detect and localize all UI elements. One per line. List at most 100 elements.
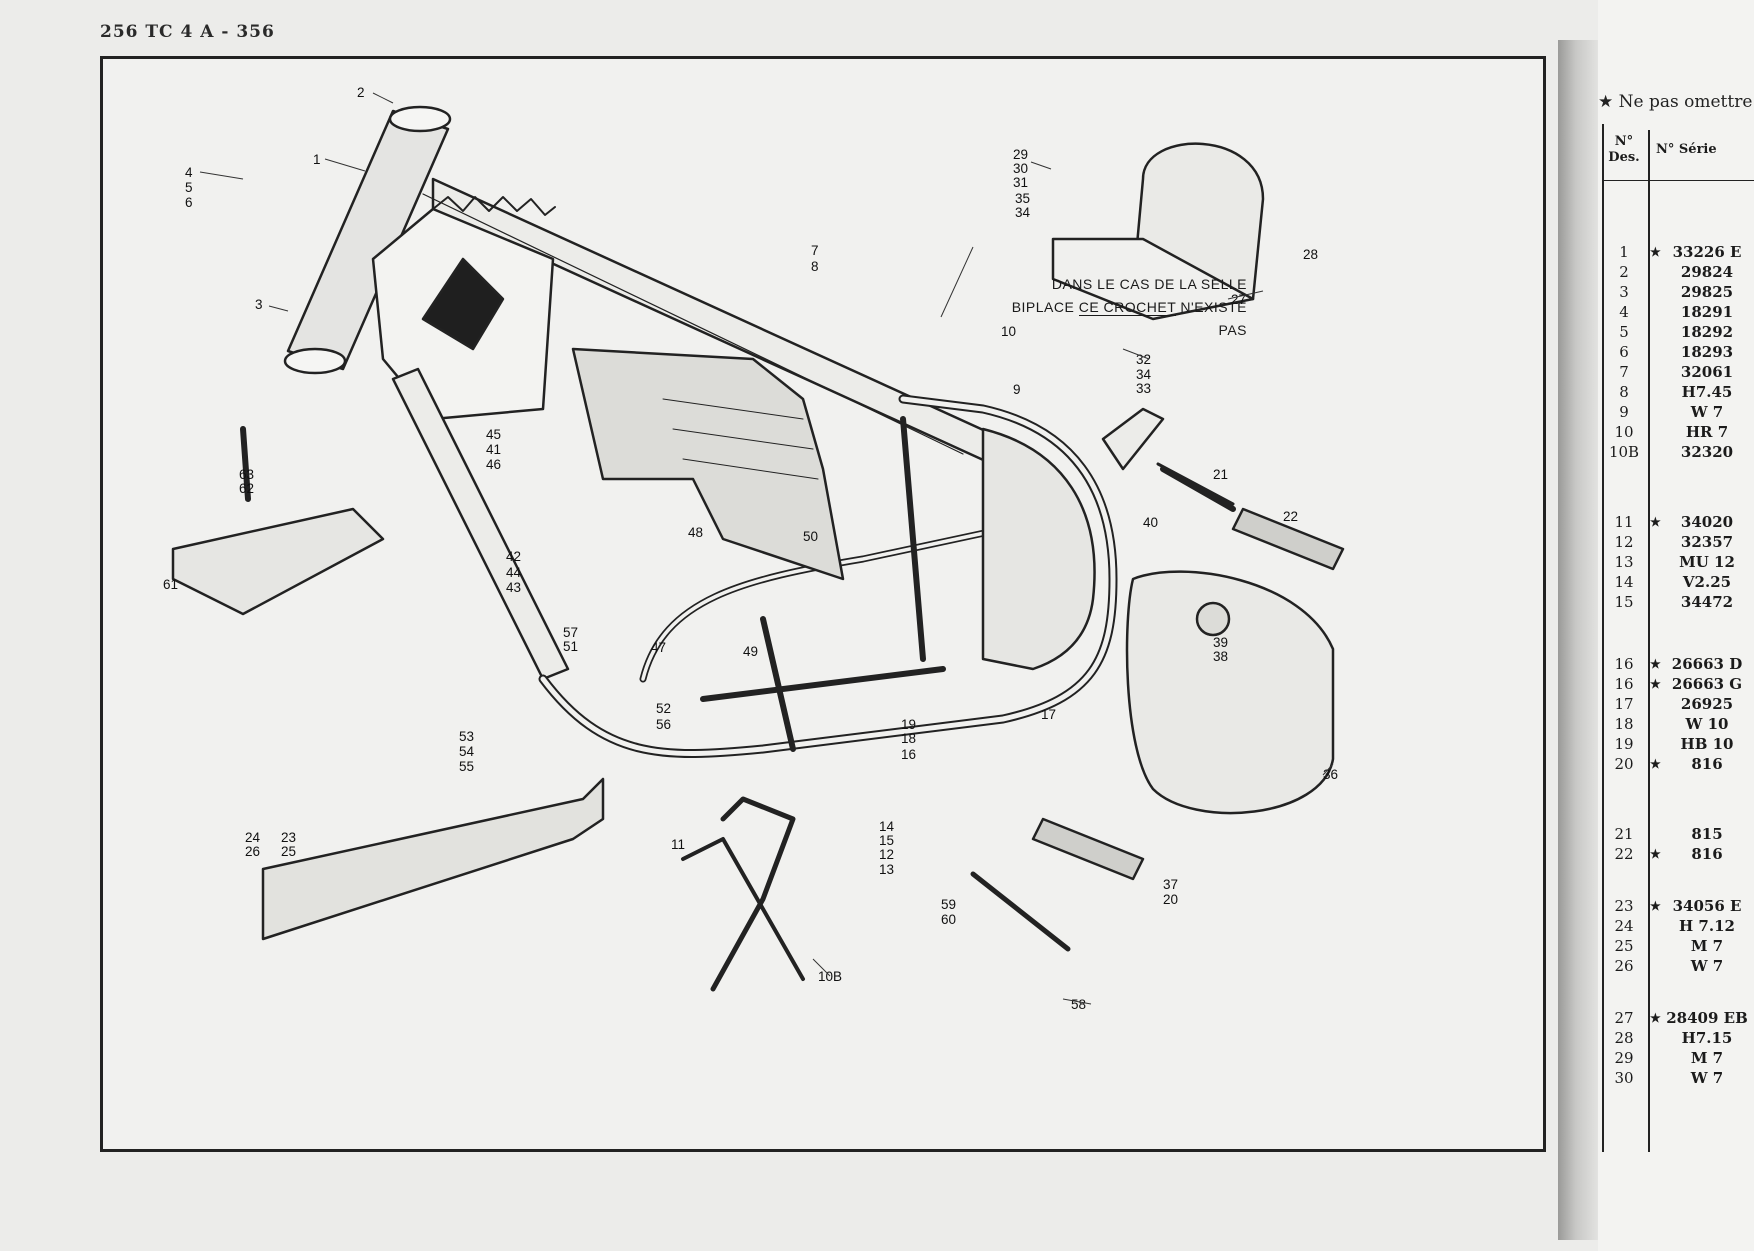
callout: 7 bbox=[811, 243, 819, 258]
column-divider bbox=[1648, 130, 1650, 1152]
chain-guard bbox=[261, 777, 605, 941]
star-icon: ★ bbox=[1650, 515, 1661, 529]
part-number: 29 bbox=[1614, 1049, 1634, 1067]
serial-number: H7.15 bbox=[1681, 1029, 1733, 1047]
table-row: 1★33226 E bbox=[1604, 242, 1754, 262]
callout: 48 bbox=[688, 525, 703, 540]
part-number: 18 bbox=[1614, 715, 1634, 733]
star-icon: ★ bbox=[1650, 677, 1661, 691]
seat bbox=[1051, 142, 1265, 321]
callout: 21 bbox=[1213, 467, 1228, 482]
callout: 47 bbox=[651, 640, 666, 655]
rear-mount-lug bbox=[1101, 407, 1165, 471]
callout: 53 bbox=[459, 729, 474, 744]
callout: 63 bbox=[239, 467, 254, 482]
table-row: 28 H7.15 bbox=[1604, 1028, 1754, 1048]
callout: 42 bbox=[506, 549, 521, 564]
callout: 4 bbox=[185, 165, 193, 180]
serial-number: 18293 bbox=[1680, 343, 1734, 361]
part-number: 28 bbox=[1614, 1029, 1634, 1047]
serial-number: 32357 bbox=[1680, 533, 1734, 551]
callout: 3 bbox=[255, 297, 263, 312]
serial-number: H7.45 bbox=[1681, 383, 1733, 401]
serial-number: 33226 E bbox=[1672, 243, 1742, 261]
callout: 38 bbox=[1213, 649, 1228, 664]
callout: 18 bbox=[901, 731, 916, 746]
callout: 54 bbox=[459, 744, 475, 759]
callout: 56 bbox=[656, 717, 671, 732]
callout: 2 bbox=[357, 85, 365, 100]
callout: 8 bbox=[811, 259, 819, 274]
bolt-21 bbox=[1156, 462, 1235, 506]
footrest-bar bbox=[1031, 466, 1345, 881]
diagram-note: DANS LE CAS DE LA SELLE BIPLACE CE CROCH… bbox=[961, 273, 1247, 342]
serial-number: 34472 bbox=[1680, 593, 1734, 611]
serial-number: 29824 bbox=[1680, 263, 1734, 281]
serial-number: V2.25 bbox=[1682, 573, 1732, 591]
callout: 41 bbox=[486, 442, 501, 457]
callout: 39 bbox=[1213, 635, 1228, 650]
callout: 32 bbox=[1136, 352, 1151, 367]
callout: 49 bbox=[743, 644, 758, 659]
part-number: 30 bbox=[1614, 1069, 1634, 1087]
serial-number: 26663 G bbox=[1671, 675, 1743, 693]
star-icon: ★ bbox=[1650, 1011, 1661, 1025]
part-number: 5 bbox=[1619, 323, 1629, 341]
callout: 1 bbox=[313, 152, 321, 167]
header-des: Des. bbox=[1608, 150, 1640, 165]
callout: 12 bbox=[879, 847, 894, 862]
callout: 29 bbox=[1013, 147, 1028, 162]
serial-number: 28409 EB bbox=[1666, 1009, 1748, 1027]
part-number: 20 bbox=[1614, 755, 1634, 773]
serial-number: 816 bbox=[1691, 845, 1723, 863]
serial-number: W 10 bbox=[1685, 715, 1729, 733]
serial-number: W 7 bbox=[1690, 1069, 1724, 1087]
callout: 40 bbox=[1143, 515, 1158, 530]
callout: 59 bbox=[941, 897, 956, 912]
serial-number: W 7 bbox=[1690, 957, 1724, 975]
callout: 6 bbox=[185, 195, 193, 210]
serial-number: 26663 D bbox=[1671, 655, 1743, 673]
part-number: 15 bbox=[1614, 593, 1634, 611]
frame-down-tube bbox=[391, 367, 570, 681]
serial-number: W 7 bbox=[1690, 403, 1724, 421]
callout: 10B bbox=[818, 969, 842, 984]
callout: 58 bbox=[1071, 997, 1086, 1012]
part-number: 22 bbox=[1614, 845, 1634, 863]
callout: 35 bbox=[1015, 191, 1030, 206]
note-line-3: PAS bbox=[1218, 322, 1247, 338]
exploded-diagram-frame: 2 1 3 4 5 6 7 8 9 10 10B 11 12 13 14 15 … bbox=[100, 56, 1546, 1152]
note-line-2: BIPLACE CE CROCHET N'EXISTE bbox=[961, 296, 1247, 319]
part-number: 11 bbox=[1614, 513, 1634, 531]
callout: 13 bbox=[879, 862, 894, 877]
callout: 45 bbox=[486, 427, 501, 442]
callout: 10 bbox=[1001, 324, 1016, 339]
serial-number: 26925 bbox=[1680, 695, 1734, 713]
callout: 5 bbox=[185, 180, 193, 195]
table-row: 22★816 bbox=[1604, 844, 1754, 864]
callout: 11 bbox=[671, 837, 685, 852]
binding-gutter bbox=[1558, 40, 1598, 1240]
serial-number: HR 7 bbox=[1685, 423, 1729, 441]
part-number: 25 bbox=[1614, 937, 1634, 955]
callout: 22 bbox=[1283, 509, 1298, 524]
table-row: 20★816 bbox=[1604, 754, 1754, 774]
callout: 34 bbox=[1136, 367, 1152, 382]
callout: 31 bbox=[1013, 175, 1028, 190]
part-number: 7 bbox=[1619, 363, 1629, 381]
table-row: 23★34056 E bbox=[1604, 896, 1754, 916]
part-number: 14 bbox=[1614, 573, 1634, 591]
part-number: 23 bbox=[1614, 897, 1634, 915]
header-serie: N° Série bbox=[1656, 142, 1717, 157]
page-header: 256 TC 4 A - 356 bbox=[100, 22, 275, 42]
